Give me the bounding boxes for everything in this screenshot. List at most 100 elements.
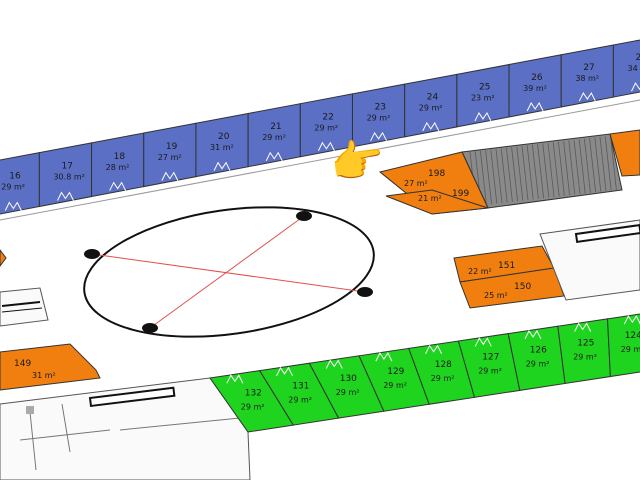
- blue-unit-area: 34 m²: [628, 64, 640, 73]
- blue-unit-area: 29 m²: [367, 113, 391, 122]
- blue-unit-number: 28: [636, 53, 640, 63]
- blue-unit-area: 28 m²: [106, 163, 130, 172]
- hatch-line: [526, 145, 534, 200]
- hatch-line: [506, 147, 513, 202]
- left-wall-block: [0, 249, 49, 327]
- blue-unit-number: 25: [479, 83, 490, 93]
- green-unit-number: 130: [340, 374, 357, 384]
- hatch-line: [584, 138, 591, 193]
- unit-198-199-group: 198 27 m² 199 21 m²: [378, 151, 489, 215]
- hatch-line: [485, 150, 492, 205]
- green-unit-area: 29 m²: [478, 367, 502, 376]
- hatch-line: [480, 150, 487, 205]
- bay-mark: [161, 171, 179, 181]
- blue-unit-number: 16: [9, 171, 21, 181]
- blue-unit-number: 22: [322, 112, 333, 122]
- green-unit-area: 29 m²: [241, 402, 265, 411]
- anchor-point-east: [357, 287, 373, 297]
- green-unit-area: 29 m²: [621, 345, 640, 354]
- bay-mark: [317, 141, 335, 152]
- hatch-line: [563, 141, 570, 196]
- green-unit-number: 132: [245, 388, 262, 398]
- blue-unit-number: 18: [114, 152, 126, 162]
- green-unit-number: 128: [435, 360, 452, 370]
- bay-mark: [578, 92, 596, 102]
- blue-unit-area: 29 m²: [314, 123, 338, 132]
- bay-mark: [474, 111, 492, 122]
- blue-unit-number: 19: [166, 142, 178, 152]
- unit-149-number: 149: [14, 359, 31, 369]
- blue-unit-number: 17: [61, 162, 72, 172]
- orange-unit-edge-left[interactable]: [0, 249, 7, 267]
- bay-mark: [370, 131, 388, 142]
- pointing-hand-icon: 👉: [326, 132, 389, 191]
- bay-mark: [524, 329, 542, 340]
- bay-mark: [226, 374, 244, 384]
- bay-mark: [265, 151, 283, 161]
- hatch-line: [495, 148, 503, 204]
- blue-unit-number: 23: [375, 102, 386, 112]
- unit-199[interactable]: [385, 189, 489, 215]
- bay-mark: [213, 161, 231, 171]
- hatch-line: [500, 148, 508, 203]
- hatch-line: [568, 140, 576, 195]
- green-unit-number: 125: [577, 338, 594, 348]
- hatch-line: [599, 136, 607, 192]
- center-line-2: [149, 215, 305, 329]
- hatch-line: [547, 142, 555, 198]
- green-unit-number: 127: [482, 353, 499, 363]
- unit-151-area: 22 m²: [468, 267, 492, 276]
- hatch-line: [537, 144, 544, 199]
- green-unit-area: 29 m²: [431, 374, 455, 383]
- hatch-line: [516, 146, 524, 201]
- blue-unit-area: 23 m²: [471, 94, 495, 103]
- top-wall-outline: [0, 99, 640, 221]
- blue-unit-number: 20: [218, 132, 230, 142]
- orange-unit-edge[interactable]: [609, 129, 640, 177]
- blue-unit-number: 24: [427, 93, 439, 103]
- bay-mark: [425, 344, 443, 354]
- unit-198-number: 198: [428, 169, 445, 179]
- unit-150-area: 25 m²: [484, 291, 508, 300]
- green-unit-area: 29 m²: [526, 359, 550, 368]
- unit-149[interactable]: [0, 343, 101, 391]
- anchor-point-south: [142, 323, 158, 333]
- unit-199-area: 21 m²: [418, 194, 442, 203]
- unit-149-area: 31 m²: [32, 371, 56, 380]
- bay-mark: [57, 191, 74, 201]
- green-unit-area: 29 m²: [573, 352, 597, 361]
- bottom-stair: [88, 386, 176, 408]
- circle-outline: [83, 206, 375, 338]
- bay-mark: [474, 337, 492, 347]
- blue-unit-number: 21: [270, 122, 281, 132]
- blue-unit-28[interactable]: [612, 35, 640, 98]
- green-unit-125[interactable]: [557, 318, 611, 385]
- anchor-point-north: [296, 211, 312, 221]
- unit-151-150-group: 151 22 m² 150 25 m²: [453, 245, 565, 309]
- green-unit-area: 29 m²: [288, 395, 312, 404]
- bay-mark: [109, 181, 127, 191]
- bay-mark: [574, 322, 592, 332]
- circular-room: [83, 206, 375, 338]
- hatch-line: [490, 149, 498, 204]
- green-unit-124[interactable]: [606, 311, 640, 378]
- unit-198-area: 27 m²: [404, 179, 428, 188]
- blue-unit-area: 27 m²: [158, 153, 182, 162]
- hatch-line: [610, 135, 617, 190]
- anchor-point-west: [84, 249, 100, 259]
- hatch-line: [542, 143, 550, 198]
- unit-149-group: 149 31 m²: [0, 343, 101, 391]
- green-unit-number: 126: [530, 345, 547, 355]
- blue-unit-area: 38 m²: [575, 74, 599, 83]
- unit-151-number: 151: [498, 261, 515, 271]
- blue-unit-area: 30.8 m²: [53, 173, 84, 182]
- unit-199-number: 199: [452, 189, 469, 199]
- blue-unit-area: 29 m²: [1, 182, 25, 191]
- bay-mark: [526, 101, 544, 112]
- green-unit-number: 131: [292, 381, 309, 391]
- bay-mark: [375, 352, 393, 362]
- green-unit-number: 124: [625, 331, 640, 341]
- gray-block: [461, 133, 623, 209]
